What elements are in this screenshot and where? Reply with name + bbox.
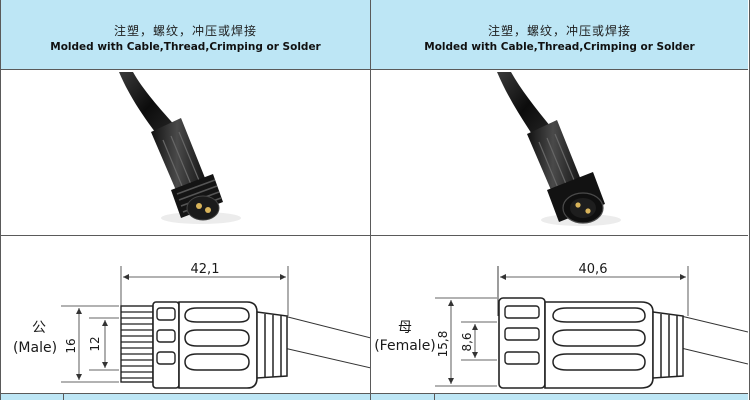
header-title-en: Molded with Cable,Thread,Crimping or Sol… [424,41,695,53]
header-title-zh: 注塑，螺纹，冲压或焊接 [487,24,631,38]
female-inner-diameter-label: 8,6 [460,332,474,351]
female-label-en: (Female) [374,338,436,354]
male-connector-photo-cell [1,70,371,236]
header-cell-right: 注塑，螺纹，冲压或焊接 Molded with Cable,Thread,Cri… [371,0,748,70]
female-outer-diameter-label: 15,8 [436,331,450,358]
female-dimension-drawing: 40,6 [374,262,748,389]
next-row-header-right [371,394,748,400]
female-connector-photo-cell [371,70,748,236]
column-divider [434,394,435,400]
male-inner-diameter-label: 12 [88,336,102,351]
male-dimension-drawing-cell: 42,1 [1,236,371,394]
female-label-zh: 母 [398,320,412,336]
male-label-en: (Male) [13,340,57,356]
female-length-label: 40,6 [579,262,608,277]
header-title-zh: 注塑，螺纹，冲压或焊接 [113,24,257,38]
male-connector-photo [119,72,241,224]
male-outer-diameter-label: 16 [64,338,78,353]
header-title-en: Molded with Cable,Thread,Crimping or Sol… [50,41,321,53]
female-connector-photo [497,72,621,226]
male-length-label: 42,1 [191,262,220,277]
male-label-zh: 公 [32,320,46,336]
female-dimension-drawing-cell: 40,6 [371,236,748,394]
male-dimension-drawing: 42,1 [13,262,370,389]
next-row-header-left [1,394,371,400]
column-divider [63,394,64,400]
header-cell-left: 注塑，螺纹，冲压或焊接 Molded with Cable,Thread,Cri… [1,0,371,70]
